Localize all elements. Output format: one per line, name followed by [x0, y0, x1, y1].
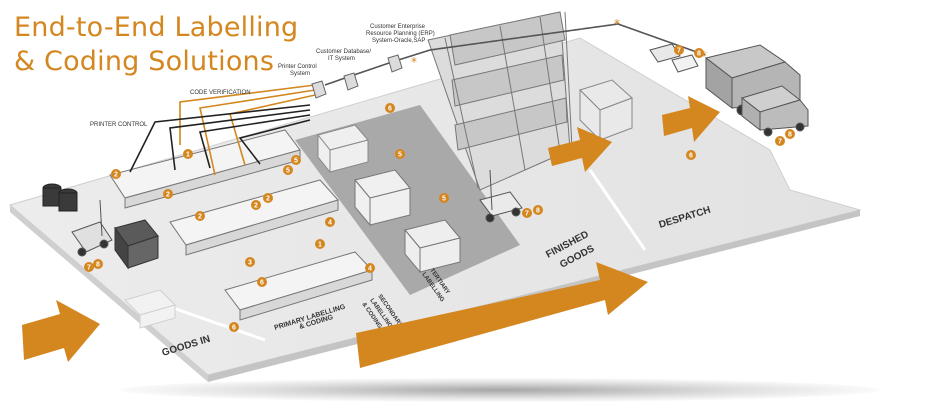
floor-shadow [120, 378, 880, 402]
printer-control-system-label-2: System [290, 71, 310, 77]
badge-number: 6 [232, 325, 236, 332]
badge-marker [775, 136, 785, 146]
badge-marker [291, 155, 301, 165]
control-wiring [129, 23, 706, 176]
badge-number: 7 [677, 48, 681, 55]
svg-text:*: * [614, 17, 620, 31]
code-verification-label: CODE VERIFICATION [190, 90, 251, 96]
badge-marker [283, 165, 293, 175]
badge-number: 2 [254, 203, 258, 210]
badge-number: 7 [525, 211, 529, 218]
badge-marker [245, 257, 255, 267]
printer-control-label: PRINTER CONTROL [90, 122, 148, 128]
zone-divider-despatch [588, 169, 647, 251]
badge-number: 6 [689, 153, 693, 160]
floor-edge [10, 205, 208, 382]
badge-number: 8 [697, 51, 701, 58]
svg-text:*: * [411, 55, 417, 69]
badge-number: 5 [286, 168, 290, 175]
badge-number: 1 [186, 152, 190, 159]
server-printer-control [311, 80, 327, 99]
warehouse-racking [427, 11, 573, 191]
erp-label-3: System-Oracle,SAP [372, 38, 425, 44]
badge-number: 8 [536, 208, 540, 215]
badge-number: 6 [260, 280, 264, 287]
forklift-despatch [649, 43, 699, 73]
badge-marker [229, 322, 239, 332]
badge-number: 4 [368, 266, 372, 273]
flow-arrows [22, 96, 720, 368]
badge-marker [385, 103, 395, 113]
badge-number: 8 [788, 132, 792, 139]
pallet-wrapper [124, 289, 176, 329]
title-line-1: End-to-End Labelling [14, 12, 299, 43]
arrow-goods-in [22, 300, 100, 362]
badge-number: 4 [328, 220, 332, 227]
database-label-2: IT System [328, 56, 355, 62]
finished-pallets [579, 79, 633, 142]
arrow-despatch [662, 96, 720, 142]
badge-number: 2 [266, 196, 270, 203]
badge-marker [251, 200, 261, 210]
badge-number: 5 [442, 196, 446, 203]
forklift-finished-goods [479, 169, 523, 223]
badge-number: 7 [87, 265, 91, 272]
junction-markers: * * * [411, 17, 707, 69]
tertiary-stack [404, 219, 461, 274]
forklift-goods-in [71, 199, 113, 257]
badge-marker [365, 263, 375, 273]
server-erp [387, 54, 403, 73]
pallet-stack [317, 124, 369, 174]
badge-marker [522, 208, 532, 218]
database-label-1: Customer Database/ [316, 49, 371, 55]
badge-marker [257, 277, 267, 287]
badge-number: 5 [294, 158, 298, 165]
truck-small [740, 85, 809, 137]
barrels [42, 183, 78, 212]
badge-number: 3 [248, 260, 252, 267]
badge-marker [195, 211, 205, 221]
title-line-2: & Coding Solutions [14, 46, 275, 77]
badge-marker [395, 149, 405, 159]
badge-number: 6 [388, 106, 392, 113]
arrow-finished [548, 127, 612, 172]
badge-marker [84, 262, 94, 272]
badge-marker [674, 45, 684, 55]
badge-marker [325, 217, 335, 227]
badge-marker [263, 193, 273, 203]
badge-number: 8 [96, 262, 100, 269]
badge-marker [694, 48, 704, 58]
badge-marker [439, 193, 449, 203]
erp-label-1: Customer Enterprise [370, 24, 426, 30]
badge-marker [785, 129, 795, 139]
goods-in-crates [114, 219, 159, 270]
badge-number: 2 [166, 192, 170, 199]
badge-number: 1 [318, 242, 322, 249]
badge-number: 7 [778, 139, 782, 146]
badge-marker [315, 239, 325, 249]
production-line-3 [224, 251, 373, 321]
secondary-stack [354, 169, 411, 227]
erp-label-2: Resource Planning (ERP) [366, 31, 435, 37]
badge-marker [183, 149, 193, 159]
badge-number: 5 [398, 152, 402, 159]
badge-marker [163, 189, 173, 199]
svg-text:*: * [701, 49, 707, 63]
badge-marker [686, 150, 696, 160]
badge-marker [111, 169, 121, 179]
badge-number: 2 [114, 172, 118, 179]
badge-number: 2 [198, 214, 202, 221]
server-database [343, 72, 359, 91]
badge-marker [93, 259, 103, 269]
arrow-bottom [356, 262, 648, 368]
badge-marker [533, 205, 543, 215]
printer-control-system-label-1: Printer Control [278, 64, 317, 70]
